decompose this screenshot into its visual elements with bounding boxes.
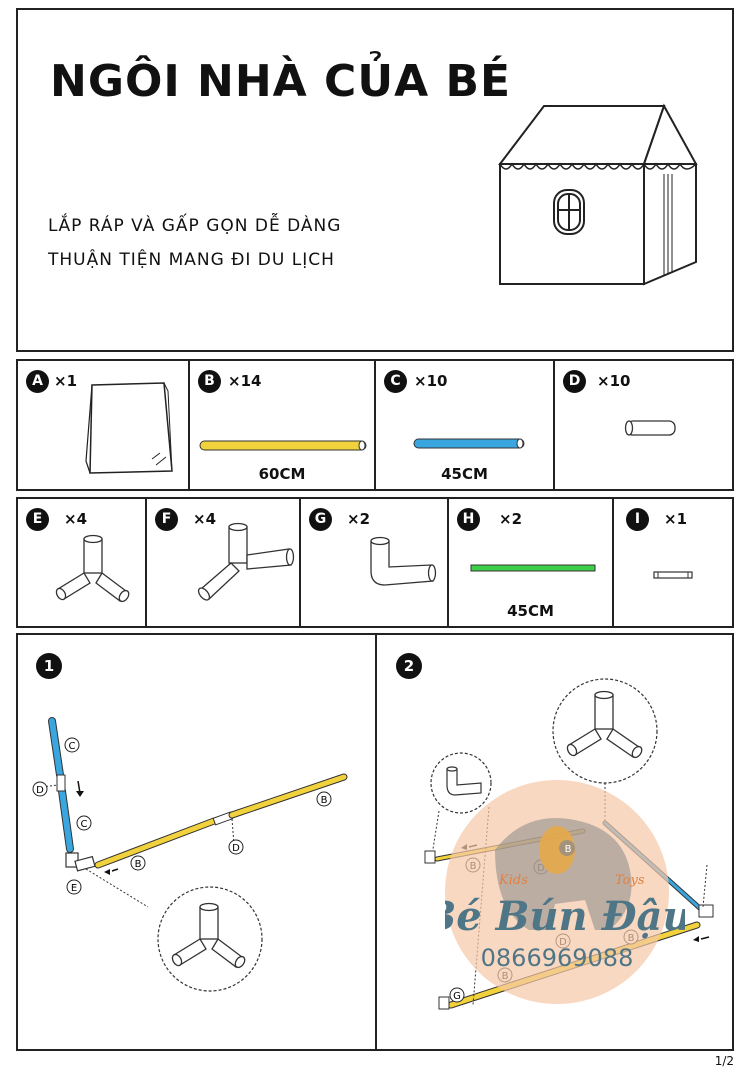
part-quantity: ×4 <box>193 510 217 528</box>
step-label: G <box>453 991 461 1002</box>
watermark-phone: 0866969088 <box>481 944 634 972</box>
part-letter-badge: H <box>457 508 480 531</box>
part-cell-i: I ×1 <box>614 499 732 626</box>
step-label: E <box>71 883 77 894</box>
step-label: C <box>81 819 88 830</box>
part-quantity: ×1 <box>664 510 688 528</box>
short-tube-icon <box>653 571 693 579</box>
part-letter-badge: F <box>155 508 178 531</box>
y-connector-icon <box>197 522 295 601</box>
watermark-center-letter: B <box>565 844 572 855</box>
step-label: D <box>36 785 44 796</box>
step-label: B <box>321 795 328 806</box>
part-letter-badge: C <box>384 370 407 393</box>
elbow-connector-icon <box>370 536 437 586</box>
part-length: 45CM <box>507 602 554 620</box>
header-panel: NGÔI NHÀ CỦA BÉ LẮP RÁP VÀ GẤP GỌN DỄ DÀ… <box>16 8 734 352</box>
part-cell-d: D ×10 <box>555 361 732 489</box>
part-quantity: ×10 <box>597 372 631 390</box>
watermark-brand: Bé Bún Đậu <box>445 893 685 940</box>
parts-row-1: A ×1 B ×14 60CM C ×10 45CM D ×10 <box>16 359 734 491</box>
part-letter-badge: A <box>26 370 49 393</box>
part-length: 60CM <box>258 465 306 483</box>
tent-cover-icon <box>85 382 173 474</box>
step-label: C <box>69 741 76 752</box>
play-house-illustration <box>497 103 698 286</box>
part-cell-c: C ×10 45CM <box>376 361 555 489</box>
parts-row-2: E ×4 F ×4 G ×2 <box>16 497 734 628</box>
part-cell-g: G ×2 <box>301 499 449 626</box>
subtitle-line-2: THUẬN TIỆN MANG ĐI DU LỊCH <box>48 250 335 270</box>
part-quantity: ×2 <box>499 510 523 528</box>
part-letter-badge: D <box>563 370 586 393</box>
part-cell-f: F ×4 <box>147 499 301 626</box>
part-letter-badge: B <box>198 370 221 393</box>
part-length: 45CM <box>441 465 488 483</box>
part-quantity: ×14 <box>228 372 262 390</box>
part-cell-h: H ×2 45CM <box>449 499 614 626</box>
part-letter-badge: E <box>26 508 49 531</box>
watermark-left-tag: Kids <box>498 873 528 888</box>
blue-pole-icon <box>413 438 525 449</box>
part-cell-b: B ×14 60CM <box>190 361 376 489</box>
connector-tube-icon <box>624 420 676 436</box>
part-cell-e: E ×4 <box>18 499 147 626</box>
yellow-pole-icon <box>199 440 367 451</box>
part-quantity: ×4 <box>64 510 88 528</box>
brand-watermark: B Kids Toys Bé Bún Đậu 0866969088 <box>445 780 685 1004</box>
part-letter-badge: I <box>626 508 649 531</box>
part-quantity: ×2 <box>347 510 371 528</box>
step-1-illustration: C D C E B D B <box>32 717 348 992</box>
part-cell-a: A ×1 <box>18 361 190 489</box>
side-product-code: 666062 <box>0 995 2 1030</box>
part-letter-badge: G <box>309 508 332 531</box>
part-quantity: ×10 <box>414 372 448 390</box>
three-way-connector-icon <box>55 534 130 603</box>
subtitle-line-1: LẮP RÁP VÀ GẤP GỌN DỄ DÀNG <box>48 216 342 236</box>
step-divider <box>375 635 377 1049</box>
watermark-right-tag: Toys <box>615 873 645 888</box>
step-1-badge: 1 <box>36 653 62 679</box>
page-number: 1/2 <box>714 1054 734 1068</box>
green-pole-icon <box>470 564 596 572</box>
step-label: D <box>232 843 240 854</box>
page-title: NGÔI NHÀ CỦA BÉ <box>50 56 512 107</box>
part-quantity: ×1 <box>54 372 78 390</box>
step-label: B <box>135 859 142 870</box>
step-2-badge: 2 <box>396 653 422 679</box>
